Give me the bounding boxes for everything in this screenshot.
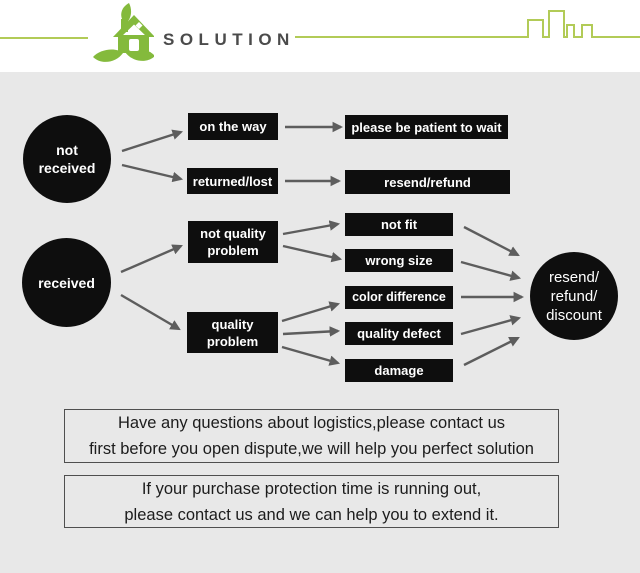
node-damage: damage bbox=[345, 359, 453, 382]
node-not-quality-problem: not quality problem bbox=[188, 221, 278, 263]
header-rule-left bbox=[0, 37, 88, 39]
header: SOLUTION bbox=[0, 0, 640, 72]
node-wrong-size: wrong size bbox=[345, 249, 453, 272]
node-not-received: not received bbox=[23, 115, 111, 203]
city-skyline-icon bbox=[295, 10, 640, 38]
node-quality-problem: quality problem bbox=[187, 312, 278, 353]
node-please-wait: please be patient to wait bbox=[345, 115, 508, 139]
eco-house-logo-icon bbox=[92, 2, 155, 64]
node-received: received bbox=[22, 238, 111, 327]
node-on-the-way: on the way bbox=[188, 113, 278, 140]
note-logistics: Have any questions about logistics,pleas… bbox=[64, 409, 559, 463]
node-resend-refund: resend/refund bbox=[345, 170, 510, 194]
node-outcome: resend/ refund/ discount bbox=[530, 252, 618, 340]
note-protection: If your purchase protection time is runn… bbox=[64, 475, 559, 528]
node-returned-lost: returned/lost bbox=[187, 168, 278, 194]
page-title: SOLUTION bbox=[163, 30, 295, 49]
node-quality-defect: quality defect bbox=[345, 322, 453, 345]
node-color-difference: color difference bbox=[345, 286, 453, 309]
node-not-fit: not fit bbox=[345, 213, 453, 236]
